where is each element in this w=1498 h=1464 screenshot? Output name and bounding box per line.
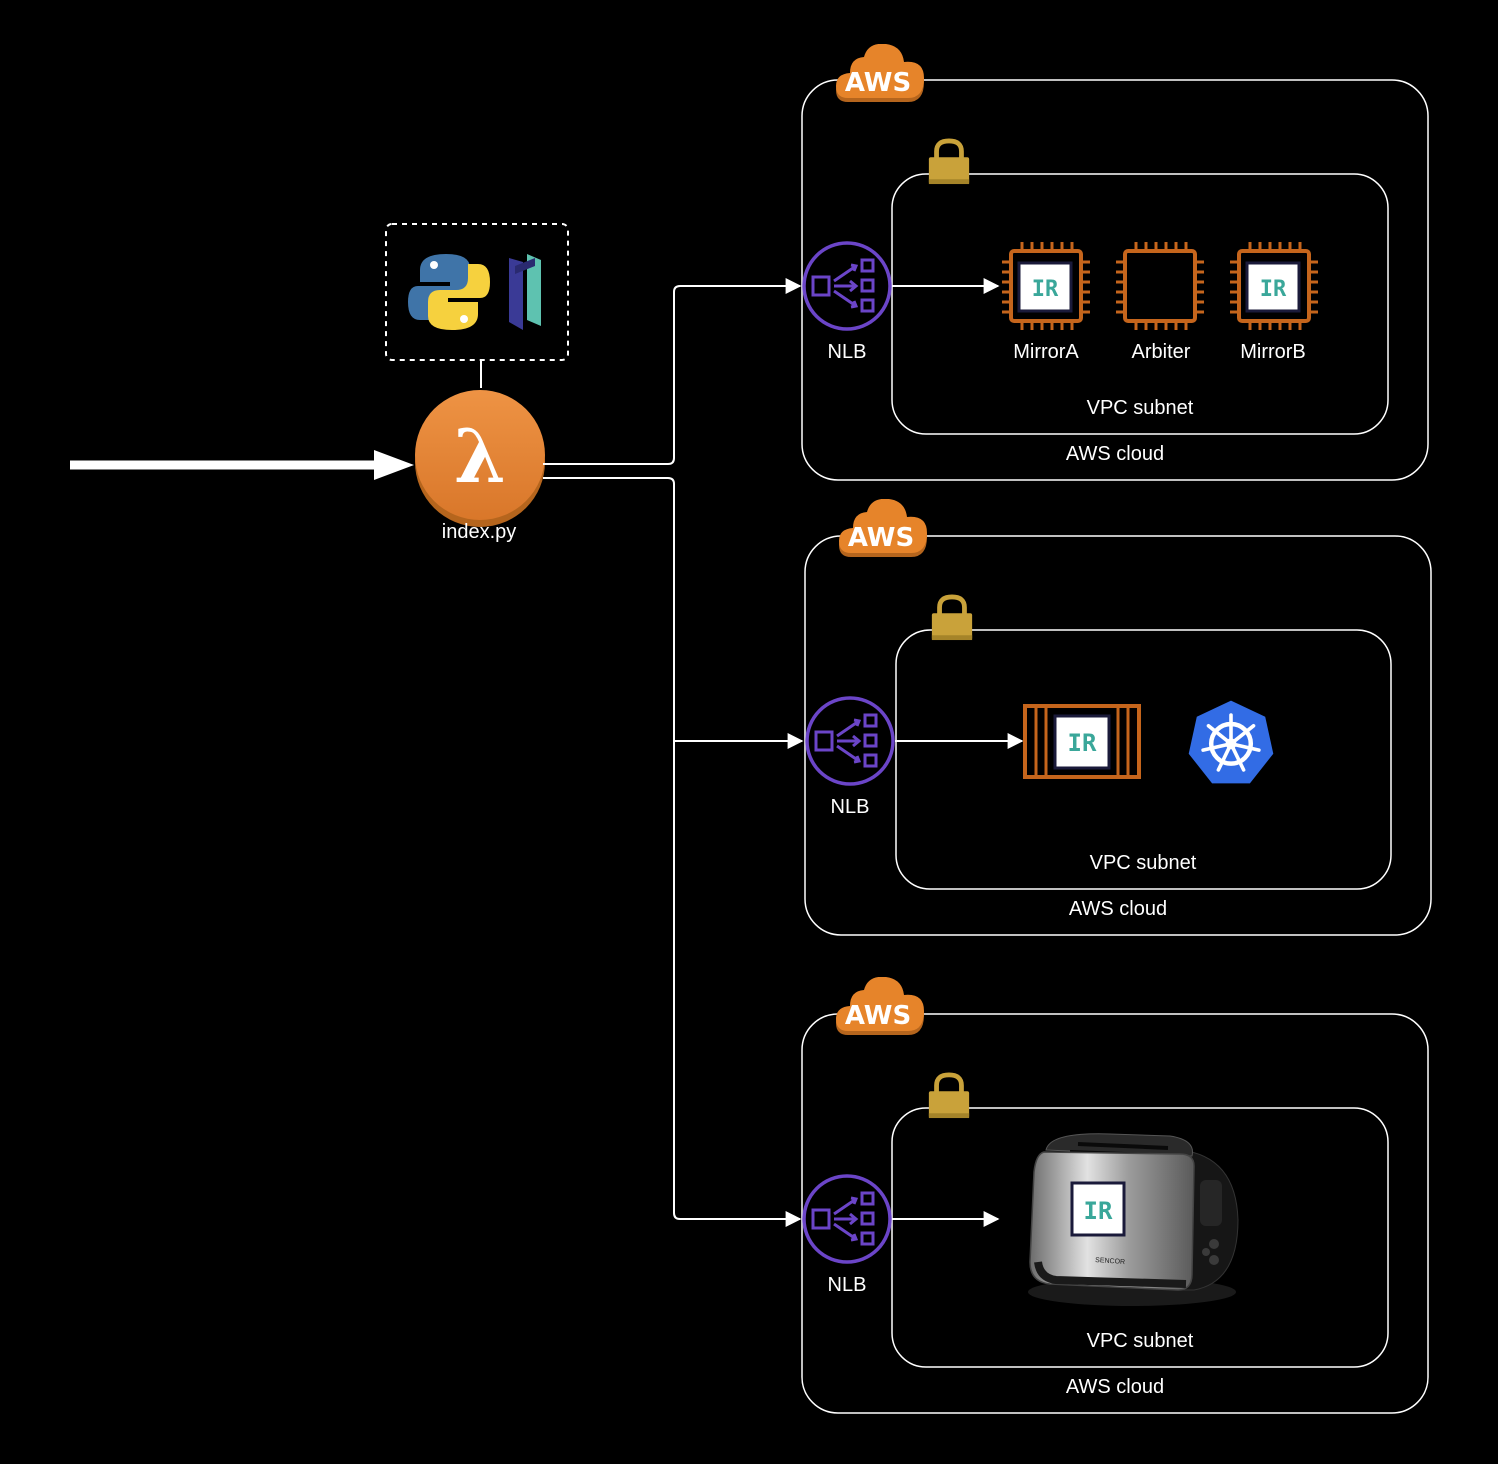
python-logo-icon — [408, 254, 490, 330]
svg-text:IR: IR — [1032, 277, 1059, 302]
cloud-label: AWS cloud — [1066, 1376, 1164, 1398]
aws-cloud-badge-icon: AWS — [839, 499, 927, 557]
svg-text:AWS: AWS — [848, 523, 914, 553]
svg-text:IR: IR — [1260, 277, 1287, 302]
svg-text:IR: IR — [1068, 729, 1097, 757]
chip-icon: IR — [1228, 240, 1320, 332]
aws-cloud-3: AWS NLB SENCOR IR VPC subnet AWS cloud — [801, 977, 1429, 1414]
toaster-icon: SENCOR IR — [1028, 1133, 1239, 1306]
subnet-label: VPC subnet — [1087, 397, 1194, 419]
cloud-label: AWS cloud — [1069, 898, 1167, 920]
padlock-icon — [929, 1075, 969, 1118]
nlb-label: NLB — [828, 1274, 867, 1296]
kubernetes-icon — [1189, 701, 1274, 784]
container-icon: IR — [1023, 704, 1141, 779]
chip-icon: IR — [1000, 240, 1092, 332]
lambda-icon: λ — [415, 390, 545, 527]
nlb-icon — [805, 696, 895, 786]
subnet-label: VPC subnet — [1090, 852, 1197, 874]
nlb-icon — [802, 241, 892, 331]
subnet-label: VPC subnet — [1087, 1330, 1194, 1352]
svg-text:AWS: AWS — [845, 68, 911, 98]
vpc-subnet-1 — [891, 173, 1389, 435]
chip-icon — [1114, 240, 1206, 332]
vpc-subnet-3 — [891, 1107, 1389, 1368]
aws-cloud-badge-icon: AWS — [836, 977, 924, 1035]
cloud-label: AWS cloud — [1066, 443, 1164, 465]
svg-text:λ: λ — [454, 414, 506, 500]
lambda-connectors — [543, 278, 804, 1227]
padlock-icon — [932, 597, 972, 640]
input-arrow — [70, 450, 414, 480]
nlb-label: NLB — [831, 796, 870, 818]
aws-cloud-2: AWS NLB IR VPC subnet AWS cloud — [804, 499, 1432, 936]
padlock-icon — [929, 141, 969, 184]
nlb-label: NLB — [828, 341, 867, 363]
node-label: Arbiter — [1132, 341, 1191, 363]
node-label: MirrorB — [1240, 341, 1306, 363]
vpc-subnet-2 — [895, 629, 1392, 890]
pulumi-logo-icon — [509, 254, 541, 330]
aws-cloud-1: AWS NLB IR MirrorA Arbiter IR MirrorB VP… — [801, 44, 1429, 481]
runtime-group — [385, 223, 569, 388]
svg-text:AWS: AWS — [845, 1001, 911, 1031]
nlb-icon — [802, 1174, 892, 1264]
svg-text:IR: IR — [1084, 1197, 1113, 1225]
aws-cloud-badge-icon: AWS — [836, 44, 924, 102]
node-label: MirrorA — [1013, 341, 1079, 363]
lambda-label: index.py — [442, 521, 517, 543]
svg-text:SENCOR: SENCOR — [1095, 1257, 1125, 1266]
